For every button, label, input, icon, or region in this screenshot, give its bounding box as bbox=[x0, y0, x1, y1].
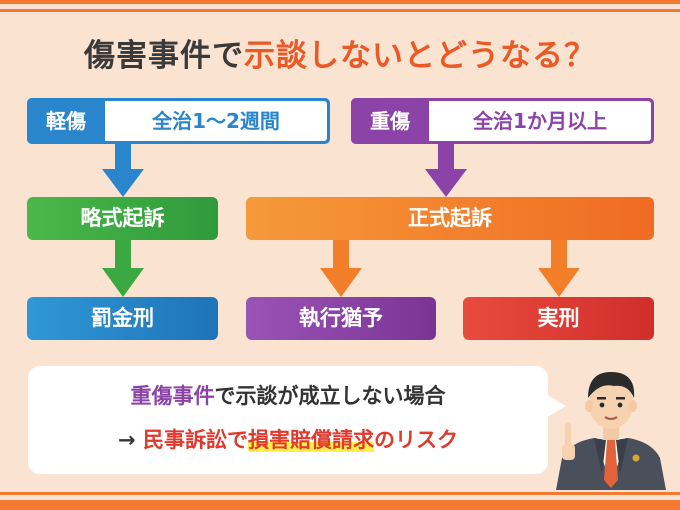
note-line-1-rest: で示談が成立しない場合 bbox=[214, 384, 446, 408]
note-risk: のリスク bbox=[373, 428, 458, 452]
arrow-serious-to-formal bbox=[425, 144, 467, 197]
arrow-formal-to-suspended bbox=[320, 240, 362, 297]
businessman-pointing-icon bbox=[556, 372, 666, 490]
light-injury-tag: 軽傷 bbox=[27, 98, 105, 144]
light-injury-duration: 全治1〜2週間 bbox=[105, 101, 327, 141]
prison-sentence-box: 実刑 bbox=[463, 297, 654, 340]
note-arrow: → bbox=[118, 428, 143, 452]
title-part2: 示談しないとどうなる？ bbox=[244, 38, 596, 74]
page-title: 傷害事件で示談しないとどうなる？ bbox=[0, 34, 680, 78]
light-injury-category: 軽傷 全治1〜2週間 bbox=[27, 98, 330, 144]
serious-injury-tag: 重傷 bbox=[351, 98, 429, 144]
summary-prosecution-box: 略式起訴 bbox=[27, 197, 218, 240]
note-damages-claim: 損害賠償請求 bbox=[247, 428, 374, 452]
arrow-summary-to-fine bbox=[102, 240, 144, 297]
serious-injury-category: 重傷 全治1か月以上 bbox=[351, 98, 654, 144]
bottom-band bbox=[0, 500, 680, 510]
speech-bubble-tail bbox=[546, 394, 566, 418]
note-line-1: 重傷事件で示談が成立しない場合 bbox=[28, 380, 548, 410]
suspended-sentence-box: 執行猶予 bbox=[246, 297, 436, 340]
note-line-2: → 民事訴訟で損害賠償請求のリスク bbox=[28, 424, 548, 454]
top-band-thin bbox=[0, 9, 680, 12]
speech-bubble: 重傷事件で示談が成立しない場合 → 民事訴訟で損害賠償請求のリスク bbox=[28, 366, 548, 474]
arrow-formal-to-prison bbox=[538, 240, 580, 297]
serious-injury-duration: 全治1か月以上 bbox=[429, 101, 651, 141]
title-part1: 傷害事件で bbox=[84, 38, 244, 74]
formal-prosecution-box: 正式起訴 bbox=[246, 197, 654, 240]
bottom-band-thin bbox=[0, 492, 680, 495]
note-highlight: 重傷事件 bbox=[130, 384, 215, 408]
top-band bbox=[0, 0, 680, 4]
note-civil-suit: 民事訴訟で bbox=[142, 428, 248, 452]
arrow-light-to-summary bbox=[102, 144, 144, 197]
fine-box: 罰金刑 bbox=[27, 297, 218, 340]
